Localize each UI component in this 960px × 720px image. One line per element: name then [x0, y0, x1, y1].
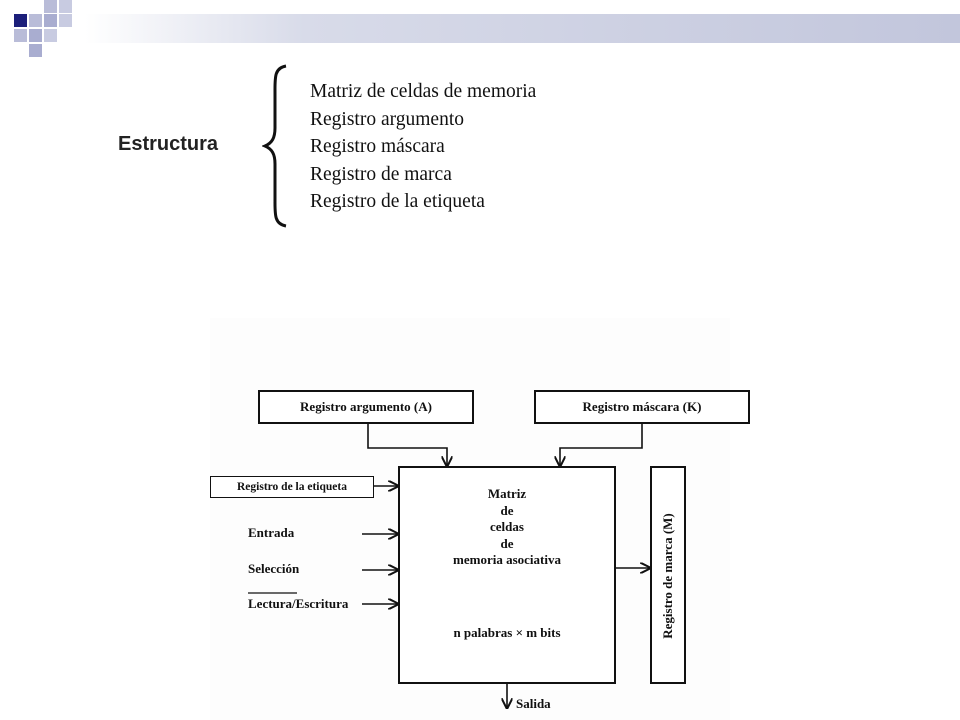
structure-item-argument: Registro argumento	[310, 108, 464, 130]
deco-square-light-2	[44, 0, 57, 13]
structure-item-tag: Registro de la etiqueta	[310, 191, 485, 212]
input-rw-label: Lectura/Escritura	[248, 596, 349, 611]
matrix-line-3: celdas	[490, 519, 524, 534]
deco-square-light-8	[44, 29, 57, 42]
tag-register-box: Registro de la etiqueta	[210, 476, 374, 498]
matrix-title: Matriz de celdas de memoria asociativa	[398, 486, 616, 569]
mask-register-box: Registro máscara (K)	[534, 390, 750, 424]
title-bar-gradient	[85, 14, 960, 43]
tag-register-label: Registro de la etiqueta	[237, 481, 347, 493]
matrix-size-label: n palabras × m bits	[453, 625, 561, 640]
input-entrada-label: Entrada	[248, 525, 295, 540]
arrow-argument-to-matrix	[367, 424, 447, 466]
mark-register-box	[650, 466, 686, 684]
matrix-line-1: Matriz	[487, 486, 527, 501]
structure-item-mask: Registro máscara	[310, 136, 445, 157]
argument-register-box: Registro argumento (A)	[258, 390, 474, 424]
mark-register-label: Registro de marca (M)	[660, 513, 675, 639]
deco-square-light-1	[29, 14, 42, 27]
structure-heading: Estructura	[118, 133, 219, 155]
deco-square-light-4	[44, 14, 57, 27]
matrix-line-5: memoria asociativa	[453, 552, 561, 567]
associative-matrix-box	[398, 466, 616, 684]
deco-square-light-5	[59, 14, 72, 27]
structure-item-matrix: Matriz de celdas de memoria	[310, 81, 537, 102]
argument-register-label: Registro argumento (A)	[300, 399, 432, 414]
structure-item-mark: Registro de marca	[310, 163, 452, 185]
matrix-line-4: de	[500, 535, 514, 551]
deco-square-light-9	[29, 44, 42, 57]
structure-list: Matriz de celdas de memoria Registro arg…	[310, 78, 536, 216]
deco-square-dark-1	[14, 14, 27, 27]
input-seleccion-label: Selección	[248, 561, 300, 576]
curly-brace	[262, 64, 287, 228]
output-salida-label: Salida	[516, 696, 551, 711]
matrix-line-2: de	[500, 502, 514, 518]
deco-square-light-6	[14, 29, 27, 42]
deco-square-light-3	[59, 0, 72, 13]
mask-register-label: Registro máscara (K)	[582, 399, 702, 414]
arrow-mask-to-matrix	[560, 424, 643, 466]
deco-square-light-7	[29, 29, 42, 42]
